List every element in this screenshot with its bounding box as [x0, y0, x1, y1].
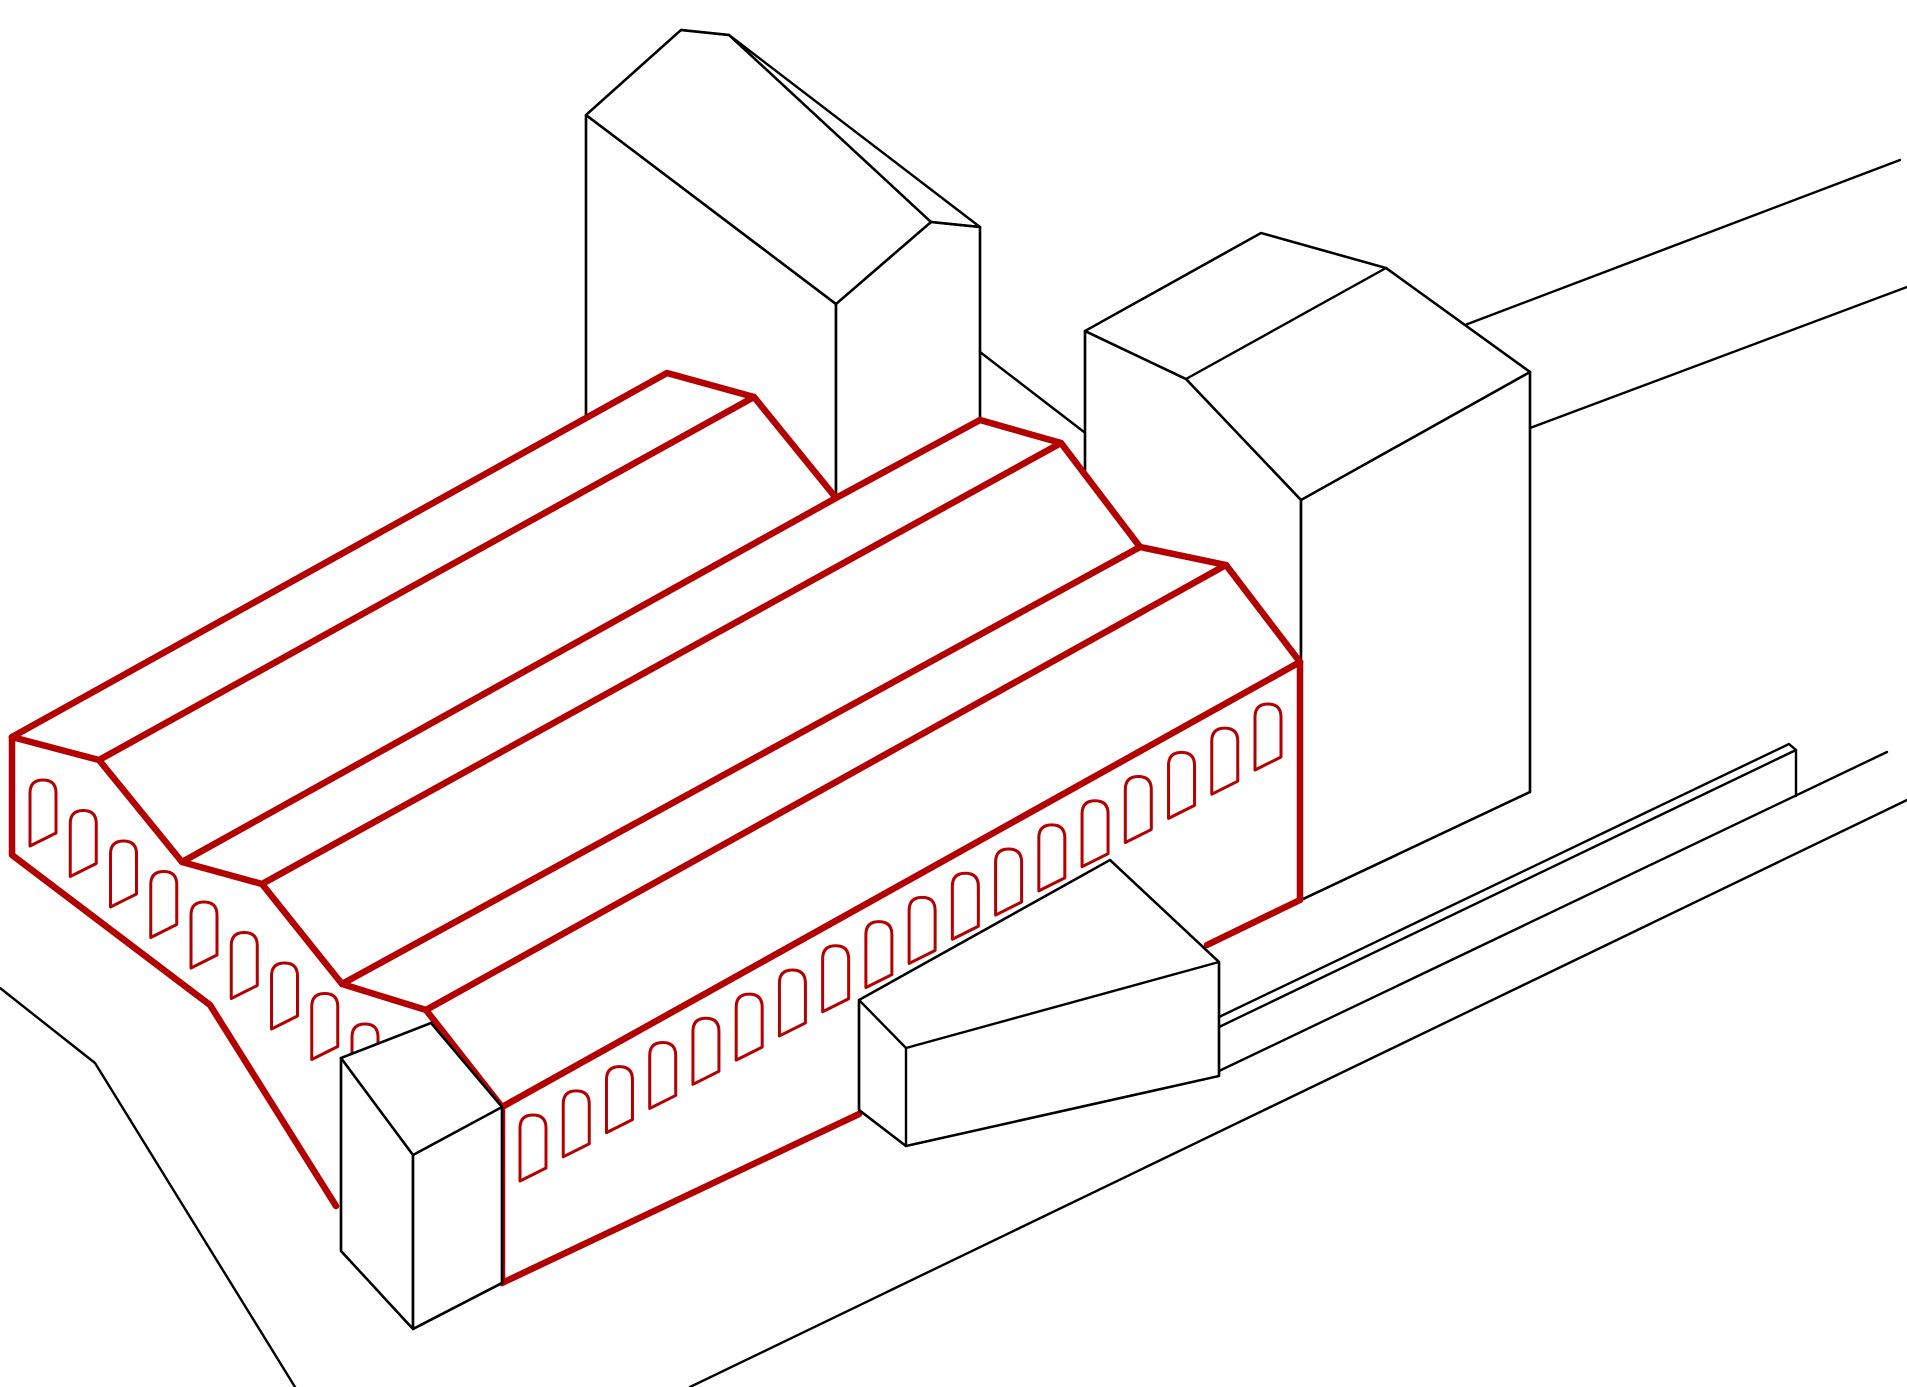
- facade-right-edge: [1203, 658, 1304, 949]
- front-arched-window: [518, 1113, 548, 1183]
- facade-base: [498, 1110, 863, 1287]
- street-edge-back-top: [1463, 158, 1902, 327]
- front-arched-window: [1210, 726, 1240, 796]
- street-edge-left: [0, 986, 297, 1387]
- street-edge-front: [688, 798, 1907, 1387]
- link-wall: [978, 350, 1086, 434]
- side-arched-window: [189, 900, 219, 970]
- front-arched-window: [648, 1040, 678, 1110]
- front-arched-window: [561, 1089, 591, 1159]
- front-arched-window: [1080, 799, 1110, 869]
- front-arched-window: [1253, 702, 1283, 772]
- front-arched-window: [907, 895, 937, 965]
- side-arched-window: [310, 992, 340, 1061]
- side-arched-window: [229, 931, 259, 1000]
- context-low-wall: [1217, 742, 1798, 1029]
- front-arched-window: [821, 944, 851, 1014]
- highlighted-hall: [8, 369, 1304, 1287]
- front-arched-window: [994, 847, 1024, 917]
- context-building-front-left: [339, 1021, 504, 1331]
- front-arched-window: [777, 968, 807, 1038]
- front-arched-window: [950, 871, 980, 941]
- front-arched-window: [864, 920, 894, 990]
- roof-ridge-left-back: [8, 369, 840, 741]
- eave-front: [498, 658, 1304, 1111]
- street-edge-back-bottom: [1528, 285, 1907, 430]
- gable-end-outline: [8, 733, 340, 1210]
- context-building-annex: [857, 858, 1221, 1148]
- side-arched-window: [28, 778, 58, 848]
- gable-end-roofline: [8, 733, 506, 1111]
- front-facade-windows: [518, 702, 1283, 1183]
- side-arched-window: [68, 809, 98, 878]
- side-arched-window: [149, 870, 179, 939]
- front-arched-window: [691, 1016, 721, 1086]
- roof-valley-2: [338, 543, 1144, 988]
- roof-ridge-mid-front: [258, 439, 1065, 888]
- street-edge-mid: [1217, 750, 1889, 1073]
- side-arched-window: [109, 839, 138, 909]
- roof-ridge-left-front: [95, 393, 758, 764]
- front-arched-window: [1167, 750, 1197, 820]
- front-arched-window: [604, 1065, 634, 1135]
- roof-ridge-right-front: [422, 561, 1230, 1014]
- roof-ridge-mid-back: [832, 416, 1144, 551]
- front-arched-window: [1037, 823, 1067, 893]
- side-arched-window: [270, 961, 299, 1031]
- roof-valley-1: [178, 494, 840, 866]
- front-arched-window: [734, 992, 764, 1062]
- ground-lines: [0, 158, 1907, 1387]
- front-arched-window: [1123, 775, 1153, 845]
